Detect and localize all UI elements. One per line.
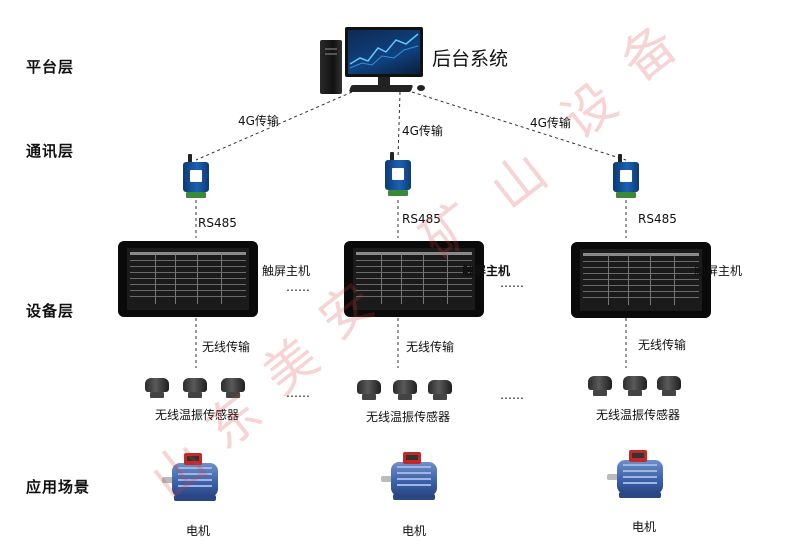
motor-icon xyxy=(607,444,673,504)
touch-host-label-center: 触屏主机 xyxy=(462,264,511,278)
touch-host-label-right: 触屏主机 xyxy=(694,264,743,278)
ellipsis-sensors-2: …… xyxy=(500,388,524,402)
monitor-stand xyxy=(378,77,390,85)
touch-host-label-left: 触屏主机 xyxy=(262,264,311,278)
sensor-icon xyxy=(657,376,681,398)
gateway-icon xyxy=(183,162,209,198)
sensor-icon xyxy=(393,380,417,402)
gateway-antenna xyxy=(618,154,622,164)
link-4g-label-right: 4G传输 xyxy=(530,116,571,130)
sensor-icon xyxy=(183,378,207,400)
sensor-icon xyxy=(588,376,612,398)
motor-icon xyxy=(381,446,447,506)
layer-device: 设备层 xyxy=(26,302,75,320)
gateway-antenna xyxy=(390,152,394,162)
rs485-label-center: RS485 xyxy=(402,212,441,226)
ellipsis-hosts-2: …… xyxy=(500,276,524,290)
ellipsis-sensors-1: …… xyxy=(286,386,310,400)
motor-label-right: 电机 xyxy=(632,520,657,534)
sensor-icon xyxy=(221,378,245,400)
wireless-label-right: 无线传输 xyxy=(638,338,687,352)
computer-tower-icon xyxy=(320,40,342,94)
mouse-icon xyxy=(417,85,425,91)
layer-communication: 通讯层 xyxy=(26,142,75,160)
backend-system-label: 后台系统 xyxy=(432,48,509,70)
ellipsis-hosts-1: …… xyxy=(286,280,310,294)
sensor-label-center: 无线温振传感器 xyxy=(366,410,451,424)
sensor-label-left: 无线温振传感器 xyxy=(155,408,240,422)
wireless-label-center: 无线传输 xyxy=(406,340,455,354)
sensor-label-right: 无线温振传感器 xyxy=(596,408,681,422)
motor-label-center: 电机 xyxy=(402,524,427,538)
touch-host-device xyxy=(344,241,484,317)
sensor-icon xyxy=(357,380,381,402)
touch-host-device xyxy=(571,242,711,318)
rs485-label-left: RS485 xyxy=(198,216,237,230)
sensor-icon xyxy=(145,378,169,400)
motor-label-left: 电机 xyxy=(186,524,211,538)
sensor-icon xyxy=(428,380,452,402)
layer-application: 应用场景 xyxy=(26,478,91,496)
rs485-label-right: RS485 xyxy=(638,212,677,226)
touch-host-device xyxy=(118,241,258,317)
layer-platform: 平台层 xyxy=(26,58,75,76)
link-4g-label-center: 4G传输 xyxy=(402,124,443,138)
link-4g-label-left: 4G传输 xyxy=(238,114,279,128)
motor-icon xyxy=(162,447,228,507)
gateway-antenna xyxy=(188,154,192,164)
gateway-icon xyxy=(385,160,411,196)
keyboard-icon xyxy=(348,85,414,92)
gateway-icon xyxy=(613,162,639,198)
wireless-label-left: 无线传输 xyxy=(202,340,251,354)
monitor-icon xyxy=(345,27,423,77)
sensor-icon xyxy=(623,376,647,398)
